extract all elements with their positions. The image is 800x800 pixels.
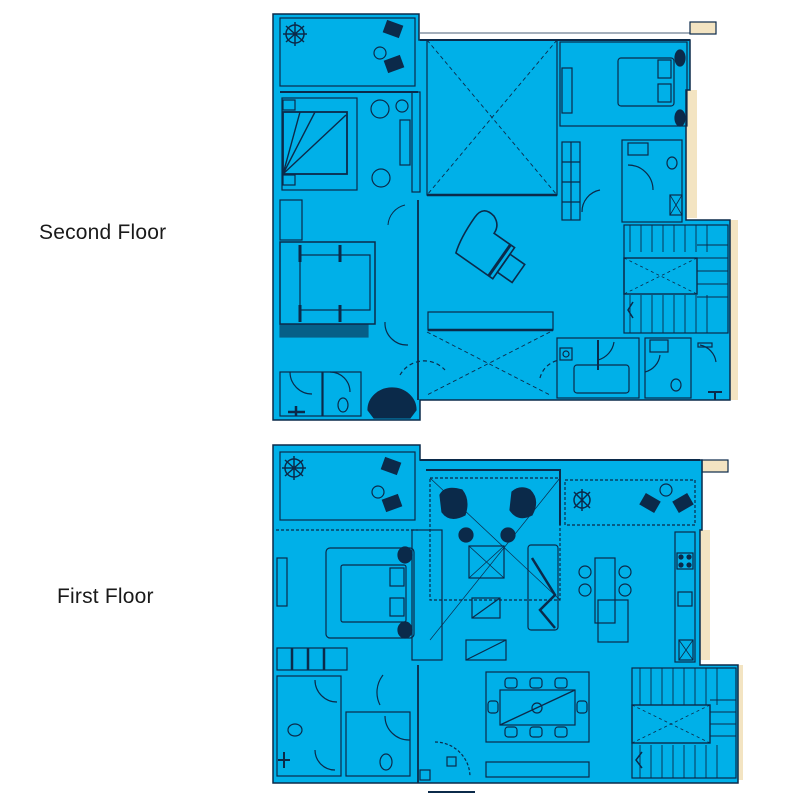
arrow-icon	[635, 751, 643, 769]
toilet-icon	[670, 378, 682, 392]
laundry	[556, 337, 640, 399]
ensuite	[621, 139, 683, 223]
dining-chair-icon	[487, 677, 588, 738]
round-bath-icon	[367, 387, 417, 419]
fuse-box-icon	[419, 769, 431, 781]
sink-icon	[677, 591, 693, 607]
terrace-strip	[728, 220, 738, 400]
kitchen-counter	[674, 531, 696, 663]
corridor-wall	[411, 91, 421, 193]
fridge-icon	[678, 639, 694, 661]
bedroom	[559, 41, 688, 127]
side-table	[471, 597, 501, 619]
shower-icon	[669, 194, 683, 216]
chair-icon	[382, 19, 404, 39]
arrow-icon	[627, 301, 634, 319]
balcony	[279, 17, 416, 87]
chair-icon	[672, 492, 694, 514]
bedroom-rug	[325, 547, 415, 639]
stove-icon	[676, 552, 694, 570]
bathroom	[276, 675, 342, 777]
bed-icon	[340, 564, 407, 623]
armchair-icon	[370, 99, 390, 119]
terrace-strip	[689, 21, 717, 35]
kitchen-island	[594, 557, 616, 624]
powder-room	[644, 337, 692, 399]
wardrobe	[276, 647, 348, 671]
second-floor-label: Second Floor	[39, 221, 167, 244]
piano-icon	[454, 210, 526, 284]
chair-icon	[381, 493, 403, 513]
bedroom-rug	[281, 97, 358, 191]
terrace-strip	[685, 90, 697, 218]
first-floor-label: First Floor	[57, 585, 154, 608]
chair-icon	[380, 456, 402, 476]
coffee-table	[468, 545, 505, 579]
tv-unit	[399, 119, 411, 166]
tv-unit	[276, 557, 288, 607]
washer-icon	[559, 347, 573, 361]
terrace-strip	[735, 665, 743, 780]
terrace-strip	[700, 530, 710, 660]
toilet-icon	[666, 156, 678, 170]
dining-table	[499, 689, 576, 726]
door-swing	[289, 371, 313, 395]
entrance-door	[434, 741, 471, 778]
armchair-icon	[509, 487, 537, 519]
plant-icon	[573, 489, 591, 511]
armchair-icon	[371, 168, 391, 188]
terrace-strip	[701, 459, 729, 473]
first-floor-fill	[272, 444, 739, 784]
toilet-icon	[287, 723, 303, 737]
walk-in-closet	[279, 241, 376, 325]
second-floor-plan	[272, 13, 738, 421]
bathroom	[279, 371, 323, 417]
console	[485, 761, 590, 778]
toilet-icon	[379, 753, 393, 771]
tv-unit	[561, 67, 573, 114]
plant-icon	[283, 22, 307, 46]
bathroom	[322, 371, 362, 417]
side-table-icon	[373, 46, 387, 60]
side-table-icon	[659, 483, 673, 497]
balcony	[279, 451, 416, 521]
chair-icon	[639, 492, 661, 514]
sofa-icon	[527, 544, 559, 631]
side-table-icon	[371, 485, 385, 499]
desk	[279, 199, 303, 241]
powder-room	[345, 711, 411, 777]
plant-icon	[282, 456, 306, 480]
toilet-icon	[337, 397, 349, 413]
chair-icon	[383, 54, 405, 74]
armchair-icon	[439, 487, 468, 519]
terrace	[564, 479, 696, 526]
dining-rug	[485, 671, 590, 743]
living-room-rug	[429, 477, 561, 601]
dining-counter	[597, 599, 629, 643]
bed-icon	[617, 57, 675, 107]
